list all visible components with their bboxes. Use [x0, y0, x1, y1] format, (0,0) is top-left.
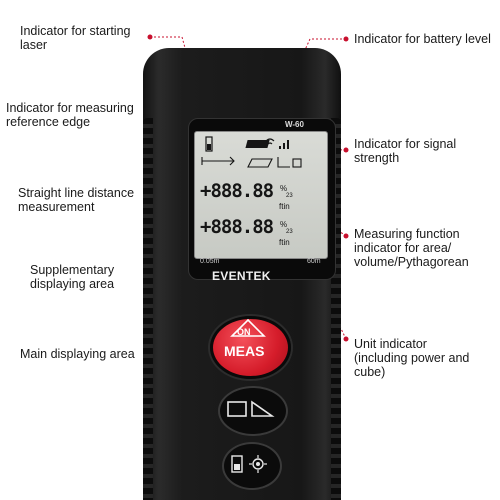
on-arrow-icon — [230, 318, 266, 337]
callout-straight-line: Straight line distance measurement — [18, 186, 135, 214]
lcd-unit-sup-lower: 23 — [286, 229, 293, 235]
model-label: W-60 — [285, 120, 304, 129]
callout-unit: Unit indicator (including power and cube… — [354, 337, 470, 379]
lcd-unit-percent-lower: % — [280, 220, 288, 229]
function-button[interactable] — [218, 386, 288, 436]
on-label: ON — [237, 327, 251, 337]
lcd-unit-ft-upper: ftin — [279, 202, 290, 211]
battery-icon — [245, 140, 270, 148]
lcd-icons — [201, 136, 302, 168]
left-grip — [143, 118, 153, 500]
brand-label: EVENTEK — [212, 269, 271, 283]
lcd-unit-ft-lower: ftin — [279, 238, 290, 247]
meas-label: MEAS — [224, 343, 265, 359]
settings-button[interactable] — [222, 442, 282, 490]
callout-starting-laser: Indicator for starting laser — [20, 24, 131, 52]
callout-battery: Indicator for battery level — [354, 32, 491, 46]
callout-main-display: Main displaying area — [20, 347, 135, 361]
callout-reference-edge: Indicator for measuring reference edge — [6, 101, 134, 129]
lcd-unit-percent-upper: % — [280, 184, 288, 193]
right-grip — [331, 118, 341, 500]
area-volume-icon — [247, 157, 302, 168]
lcd-upper-reading: +888.88 — [200, 180, 274, 202]
straight-line-icon — [201, 156, 235, 166]
area-triangle-icon — [227, 400, 275, 417]
callout-supplementary: Supplementary displaying area — [30, 263, 115, 291]
scale-max-label: 60m — [307, 258, 321, 265]
lcd-lower-reading: +888.88 — [200, 216, 274, 238]
callout-signal: Indicator for signal strength — [354, 137, 457, 165]
laser-indicator-icon — [205, 136, 213, 152]
meas-button[interactable] — [210, 316, 291, 379]
signal-strength-icon — [279, 140, 289, 149]
scale-min-label: 0.05m — [200, 258, 220, 265]
reference-settings-icon — [231, 455, 267, 473]
lcd-unit-sup-upper: 23 — [286, 193, 293, 199]
callout-function: Measuring function indicator for area/ v… — [354, 227, 469, 269]
lcd-screen — [194, 131, 328, 259]
laser-on-icon — [265, 138, 275, 145]
